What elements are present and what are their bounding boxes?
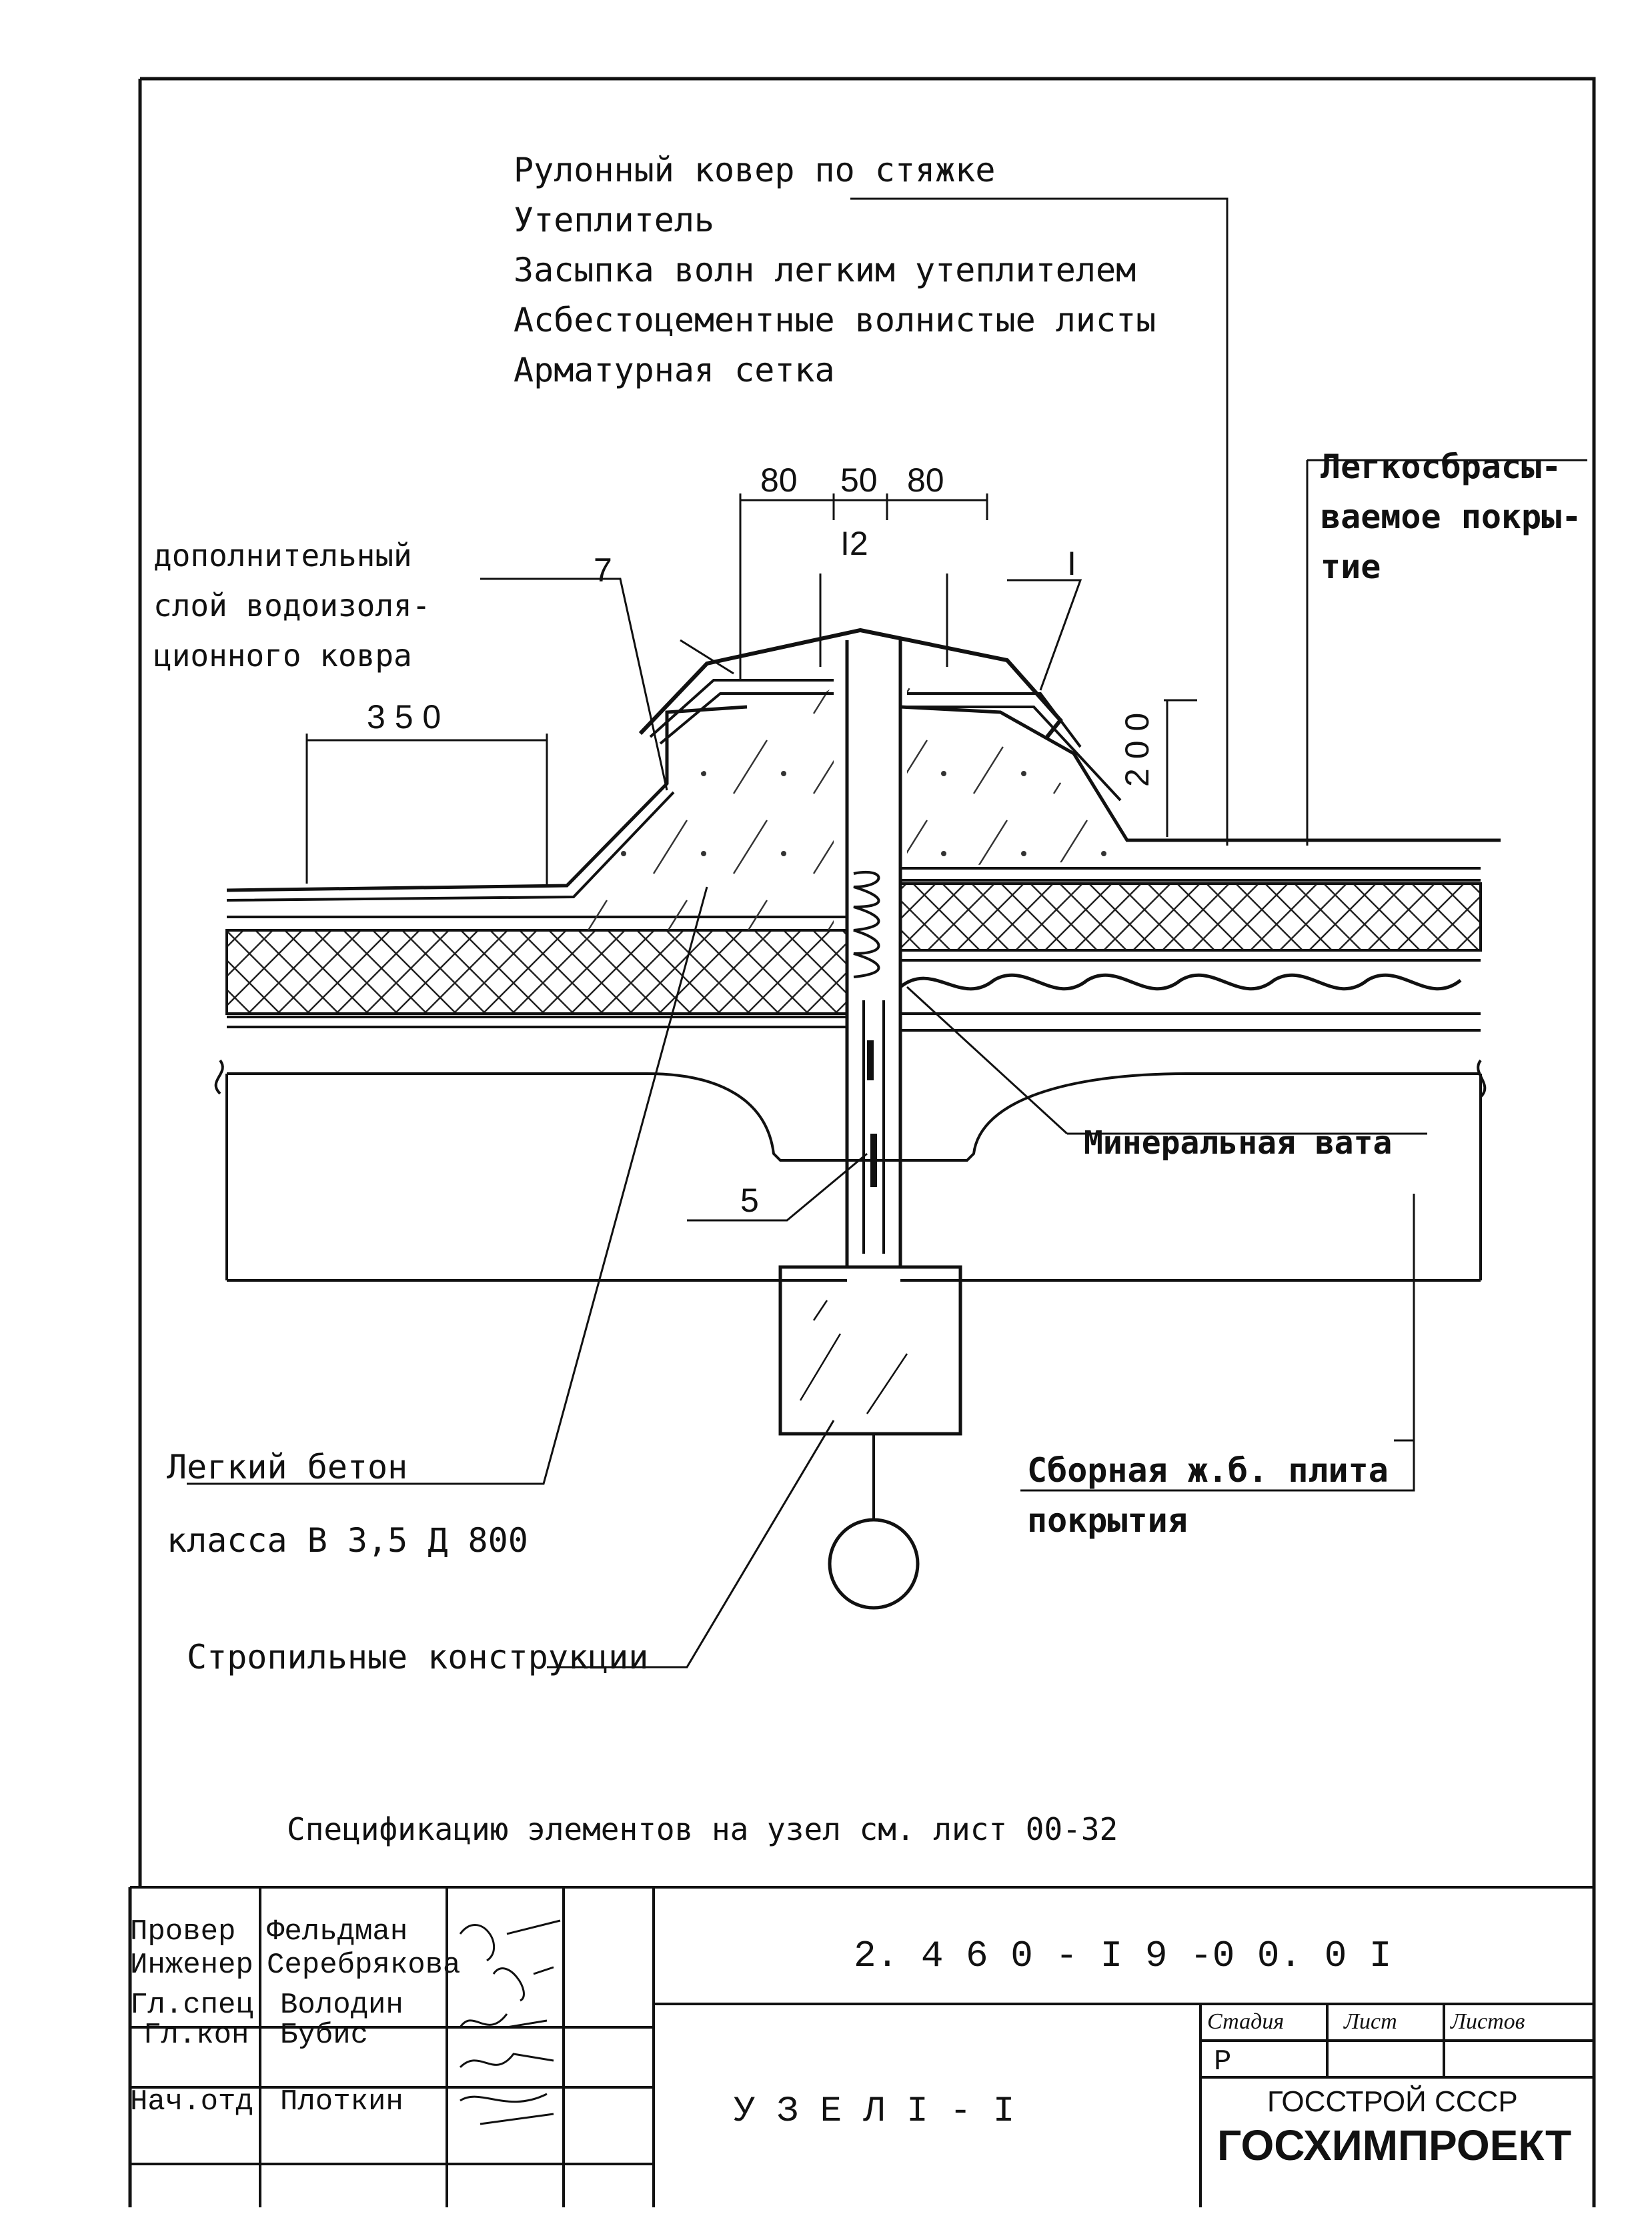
tb-role-1: Провер <box>130 1915 236 1949</box>
callout-precast-slab-1: Сборная ж.б. плита <box>1027 1451 1389 1490</box>
leader-lines <box>187 197 1587 1668</box>
tb-name-1: Фельдман <box>267 1915 408 1949</box>
tb-name-5: Плоткин <box>280 2085 403 2119</box>
tb-role-2: Инженер <box>130 1949 253 1982</box>
spec-note: Спецификацию элементов на узел см. лист … <box>287 1811 1118 1847</box>
tb-stage-header: Стадия <box>1207 2009 1285 2034</box>
tb-name-2: Серебрякова <box>267 1949 461 1982</box>
left-roof-section <box>214 705 848 1280</box>
tb-sheets-header: Листов <box>1451 2009 1525 2034</box>
drawing-title: У З Е Л I - I <box>734 2091 1015 2132</box>
callout-extra-layer-3: ционного ковра <box>153 638 412 674</box>
dim-50: 50 <box>840 461 878 499</box>
signature-scribbles <box>459 1919 561 2125</box>
tb-name-4: Бубис <box>280 2019 369 2052</box>
light-concrete-ridge <box>574 687 1134 930</box>
callout-extra-layer-1: дополнительный <box>153 537 412 574</box>
tb-role-5: Нач.отд <box>130 2085 253 2119</box>
tb-role-4: Гл.кон <box>143 2019 249 2052</box>
callout-layer-2: Утеплитель <box>514 201 715 239</box>
callout-rafters: Стропильные конструкции <box>187 1638 649 1677</box>
dim-200: 2 0 0 <box>1118 712 1156 787</box>
ridge-cap <box>638 628 1122 802</box>
sheet-frame <box>128 77 1596 2207</box>
callout-extra-layer-2: слой водоизоля- <box>153 588 431 624</box>
dim-80-right: 80 <box>907 461 944 499</box>
callout-blowout-2: ваемое покры- <box>1321 497 1582 536</box>
dimension-lines <box>305 493 1197 887</box>
callout-layer-3: Засыпка волн легким утеплителем <box>514 251 1136 289</box>
rafter-column <box>778 1265 962 1610</box>
callout-light-concrete-2: класса В 3,5 Д 800 <box>167 1521 528 1560</box>
dim-350: 3 5 0 <box>367 698 442 736</box>
callout-mineral-wool: Минеральная вата <box>1084 1124 1393 1162</box>
callout-precast-slab-2: покрытия <box>1027 1501 1188 1540</box>
marker-7: 7 <box>594 551 612 589</box>
callout-blowout-3: тие <box>1321 547 1381 586</box>
title-block-grid <box>130 1886 1594 2207</box>
axis-bubble <box>828 1518 920 1610</box>
callout-layer-4: Асбестоцементные волнистые листы <box>514 301 1156 339</box>
tb-role-3: Гл.спец <box>130 1989 253 2022</box>
callout-blowout-1: Легкосбрасы- <box>1321 447 1562 486</box>
marker-I: I <box>1067 545 1076 582</box>
dim-12: I2 <box>840 525 868 562</box>
tb-sheet-header: Лист <box>1344 2009 1397 2034</box>
tb-stage-value: Р <box>1214 2045 1232 2079</box>
tb-name-3: Володин <box>280 1989 403 2022</box>
callout-layer-1: Рулонный ковер по стяжке <box>514 151 996 189</box>
dim-80-left: 80 <box>760 461 798 499</box>
callout-light-concrete-1: Легкий бетон <box>167 1448 408 1486</box>
drawing-code: 2. 4 6 0 - I 9 -0 0. 0 I <box>854 1935 1392 1977</box>
central-joint <box>845 640 902 1267</box>
org-name-2: ГОСХИМПРОЕКТ <box>1217 2121 1572 2169</box>
right-roof-section <box>899 705 1501 1280</box>
left-insulation-layer <box>225 929 848 1015</box>
marker-5: 5 <box>740 1182 759 1219</box>
right-insulation-layer <box>899 882 1482 952</box>
callout-layer-5: Арматурная сетка <box>514 351 835 389</box>
precast-slab-rib <box>227 1072 1481 1282</box>
org-name-1: ГОССТРОЙ СССР <box>1267 2085 1518 2118</box>
